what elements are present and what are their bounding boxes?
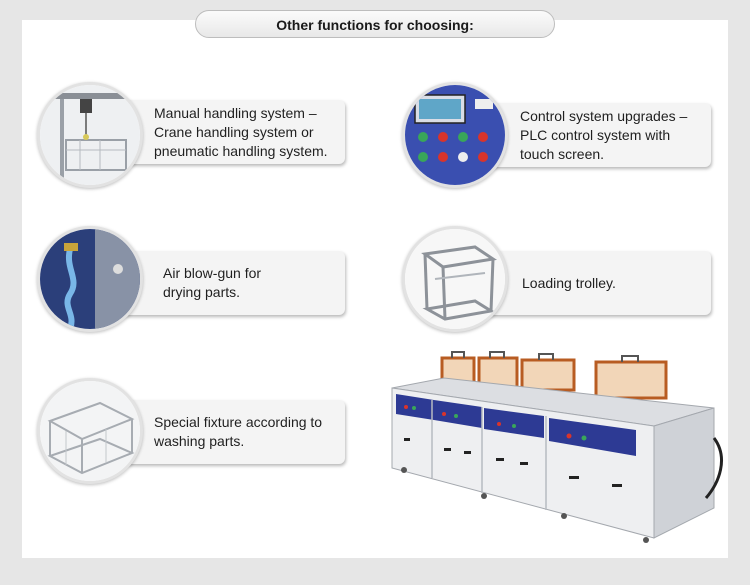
feature-text: Control system upgrades – PLC control sy…	[520, 107, 688, 162]
wire-basket-fixture-icon	[37, 378, 143, 484]
control-panel-icon	[402, 82, 508, 188]
feature-text: Air blow-gun for drying parts.	[163, 265, 262, 300]
section-title: Other functions for choosing:	[195, 10, 555, 38]
crane-handling-icon	[37, 82, 143, 188]
feature-text: Special fixture according to washing par…	[154, 414, 323, 449]
ultrasonic-cleaning-machine-image	[384, 348, 724, 558]
feature-text: Loading trolley.	[522, 274, 616, 291]
feature-text: Manual handling system – Crane handling …	[154, 104, 328, 159]
air-blow-gun-icon	[37, 226, 143, 332]
loading-trolley-icon	[402, 226, 508, 332]
